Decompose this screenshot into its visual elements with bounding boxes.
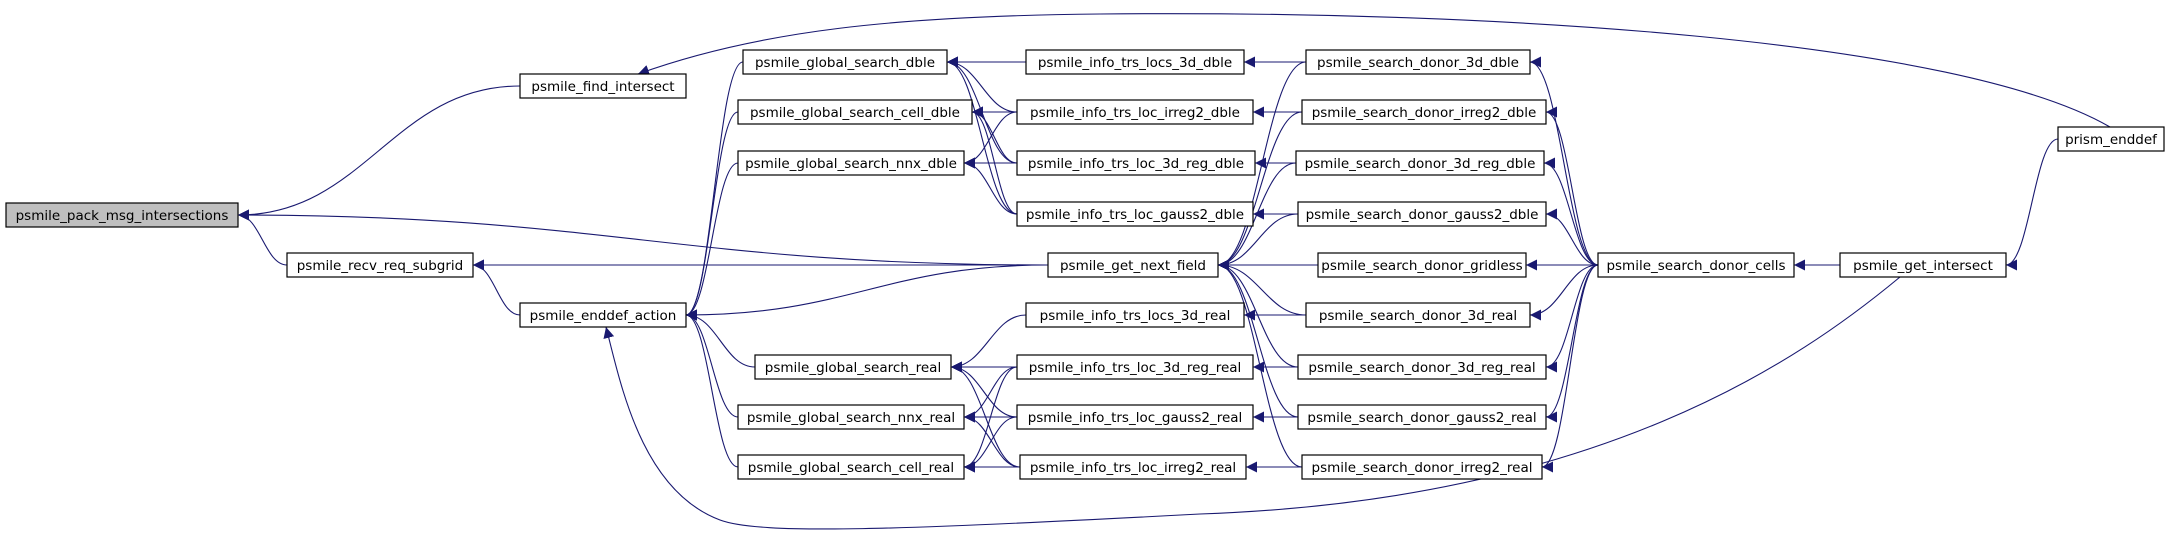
node-d-3dreg-dble[interactable]: psmile_search_donor_3d_reg_dble (1295, 150, 1545, 176)
node-box[interactable] (1016, 354, 1254, 380)
node-enddef-action[interactable]: psmile_enddef_action (519, 302, 687, 328)
node-box[interactable] (742, 49, 948, 75)
node-box[interactable] (1597, 252, 1795, 278)
node-box[interactable] (737, 404, 965, 430)
node-box[interactable] (1297, 354, 1547, 380)
edge-donor_cells-to-d_gauss2_dble (1545, 208, 1599, 266)
node-box[interactable] (1301, 99, 1547, 125)
node-i-3dreg-dble[interactable]: psmile_info_trs_loc_3d_reg_dble (1016, 150, 1256, 176)
node-box[interactable] (1297, 201, 1547, 227)
node-d-gauss2-real[interactable]: psmile_search_donor_gauss2_real (1297, 404, 1547, 430)
node-gs-dble[interactable]: psmile_global_search_dble (742, 49, 948, 75)
edge-prism_enddef-to-get_intersect (2005, 138, 2059, 271)
node-box[interactable] (1016, 99, 1254, 125)
edge-donor_cells-to-d_irreg2_dble (1545, 106, 1599, 266)
edge-d_gauss2_real-to-next_field (1217, 259, 1299, 418)
edge-donor_cells-to-d_3dreg_dble (1543, 157, 1599, 266)
edge-gs_dble-to-enddef_action (685, 61, 744, 321)
node-gs-nnx-dble[interactable]: psmile_global_search_nnx_dble (737, 150, 965, 176)
node-box[interactable] (737, 454, 965, 480)
node-get-intersect[interactable]: psmile_get_intersect (1839, 252, 2007, 278)
node-box[interactable] (1317, 252, 1527, 278)
node-box[interactable] (1016, 150, 1256, 176)
edge-recv-to-pack (237, 209, 288, 266)
node-box[interactable] (1019, 454, 1247, 480)
node-d-3dreg-real[interactable]: psmile_search_donor_3d_reg_real (1297, 354, 1547, 380)
graph-nodes: psmile_pack_msg_intersections psmile_find… (5, 49, 2165, 480)
node-i-gauss2-real[interactable]: psmile_info_trs_loc_gauss2_real (1016, 404, 1254, 430)
edge-next_field-to-enddef_action (685, 264, 1049, 321)
node-i-gauss2-dble[interactable]: psmile_info_trs_loc_gauss2_dble (1016, 201, 1254, 227)
edge-i_gauss2_dble-to-gs_nnx_dble (963, 157, 1018, 215)
edge-get_intersect-to-enddef_action (603, 276, 1901, 530)
node-box[interactable] (1839, 252, 2007, 278)
node-box[interactable] (286, 252, 474, 278)
node-i-locs3d-dble[interactable]: psmile_info_trs_locs_3d_dble (1025, 49, 1245, 75)
node-prism-enddef[interactable]: prism_enddef (2057, 126, 2165, 152)
node-d-gridless[interactable]: psmile_search_donor_gridless (1317, 252, 1527, 278)
node-box[interactable] (1305, 302, 1531, 328)
edge-d_irreg2_dble-to-next_field (1217, 111, 1303, 271)
edge-i_gauss2_dble-to-gs_dble (946, 56, 1018, 215)
graph-edges (237, 13, 2111, 530)
node-gs-cell-real[interactable]: psmile_global_search_cell_real (737, 454, 965, 480)
node-i-irreg2-dble[interactable]: psmile_info_trs_loc_irreg2_dble (1016, 99, 1254, 125)
node-box[interactable] (1047, 252, 1219, 278)
edge-enddef_action-to-recv (472, 259, 521, 316)
node-box[interactable] (2057, 126, 2165, 152)
edge-donor_cells-to-d_3d_dble (1529, 56, 1599, 266)
node-box[interactable] (1305, 49, 1531, 75)
edge-i_irreg2_real-to-gs_nnx_real (963, 411, 1021, 468)
edge-donor_cells-to-d_gauss2_real (1545, 264, 1599, 423)
edge-next_field-to-pack (237, 209, 1049, 266)
node-box[interactable] (754, 354, 952, 380)
node-d-3d-real[interactable]: psmile_search_donor_3d_real (1305, 302, 1531, 328)
node-d-3d-dble[interactable]: psmile_search_donor_3d_dble (1305, 49, 1531, 75)
edge-i_gauss2_real-to-gs_cell_real (963, 416, 1018, 473)
edge-i_3dreg_real-to-gs_nnx_real (963, 366, 1018, 423)
node-recv[interactable]: psmile_recv_req_subgrid (286, 252, 474, 278)
edge-find-to-pack (237, 85, 521, 221)
node-i-irreg2-real[interactable]: psmile_info_trs_loc_irreg2_real (1019, 454, 1247, 480)
edge-d_3d_real-to-next_field (1217, 259, 1307, 316)
node-gs-real[interactable]: psmile_global_search_real (754, 354, 952, 380)
node-box[interactable] (519, 302, 687, 328)
edge-donor_cells-to-d_irreg2_real (1541, 264, 1599, 473)
edge-d_irreg2_real-to-next_field (1217, 259, 1303, 468)
node-i-locs3d-real[interactable]: psmile_info_trs_locs_3d_real (1025, 302, 1245, 328)
edge-donor_cells-to-d_3dreg_real (1545, 264, 1599, 373)
node-box[interactable] (1295, 150, 1545, 176)
node-box[interactable] (1301, 454, 1543, 480)
edge-gs_cell_dble-to-enddef_action (685, 111, 739, 321)
node-gs-nnx-real[interactable]: psmile_global_search_nnx_real (737, 404, 965, 430)
node-i-3dreg-real[interactable]: psmile_info_trs_loc_3d_reg_real (1016, 354, 1254, 380)
node-box[interactable] (1025, 302, 1245, 328)
node-gs-cell-dble[interactable]: psmile_global_search_cell_dble (737, 99, 973, 125)
edge-d_3d_dble-to-next_field (1217, 61, 1307, 271)
node-d-irreg2-dble[interactable]: psmile_search_donor_irreg2_dble (1301, 99, 1547, 125)
node-box[interactable] (737, 99, 973, 125)
node-box[interactable] (1025, 49, 1245, 75)
node-box[interactable] (737, 150, 965, 176)
node-donor-cells[interactable]: psmile_search_donor_cells (1597, 252, 1795, 278)
node-d-irreg2-real[interactable]: psmile_search_donor_irreg2_real (1301, 454, 1543, 480)
edge-d_3dreg_real-to-next_field (1217, 259, 1299, 368)
edge-gs_cell_real-to-enddef_action (685, 309, 739, 468)
node-next-field[interactable]: psmile_get_next_field (1047, 252, 1219, 278)
node-d-gauss2-dble[interactable]: psmile_search_donor_gauss2_dble (1297, 201, 1547, 227)
node-box[interactable] (519, 73, 687, 99)
node-find[interactable]: psmile_find_intersect (519, 73, 687, 99)
edge-prism_enddef-to-find (637, 13, 2111, 128)
node-box[interactable] (1297, 404, 1547, 430)
edge-donor_cells-to-d_3d_real (1529, 264, 1599, 321)
edge-gs_nnx_dble-to-enddef_action (685, 162, 739, 321)
node-box[interactable] (1016, 404, 1254, 430)
node-box[interactable] (1016, 201, 1254, 227)
edge-i_locs3d_real-to-gs_real (950, 314, 1027, 373)
node-pack[interactable]: psmile_pack_msg_intersections (5, 202, 239, 228)
edge-d_3dreg_dble-to-next_field (1217, 162, 1297, 271)
node-box[interactable] (5, 202, 239, 228)
